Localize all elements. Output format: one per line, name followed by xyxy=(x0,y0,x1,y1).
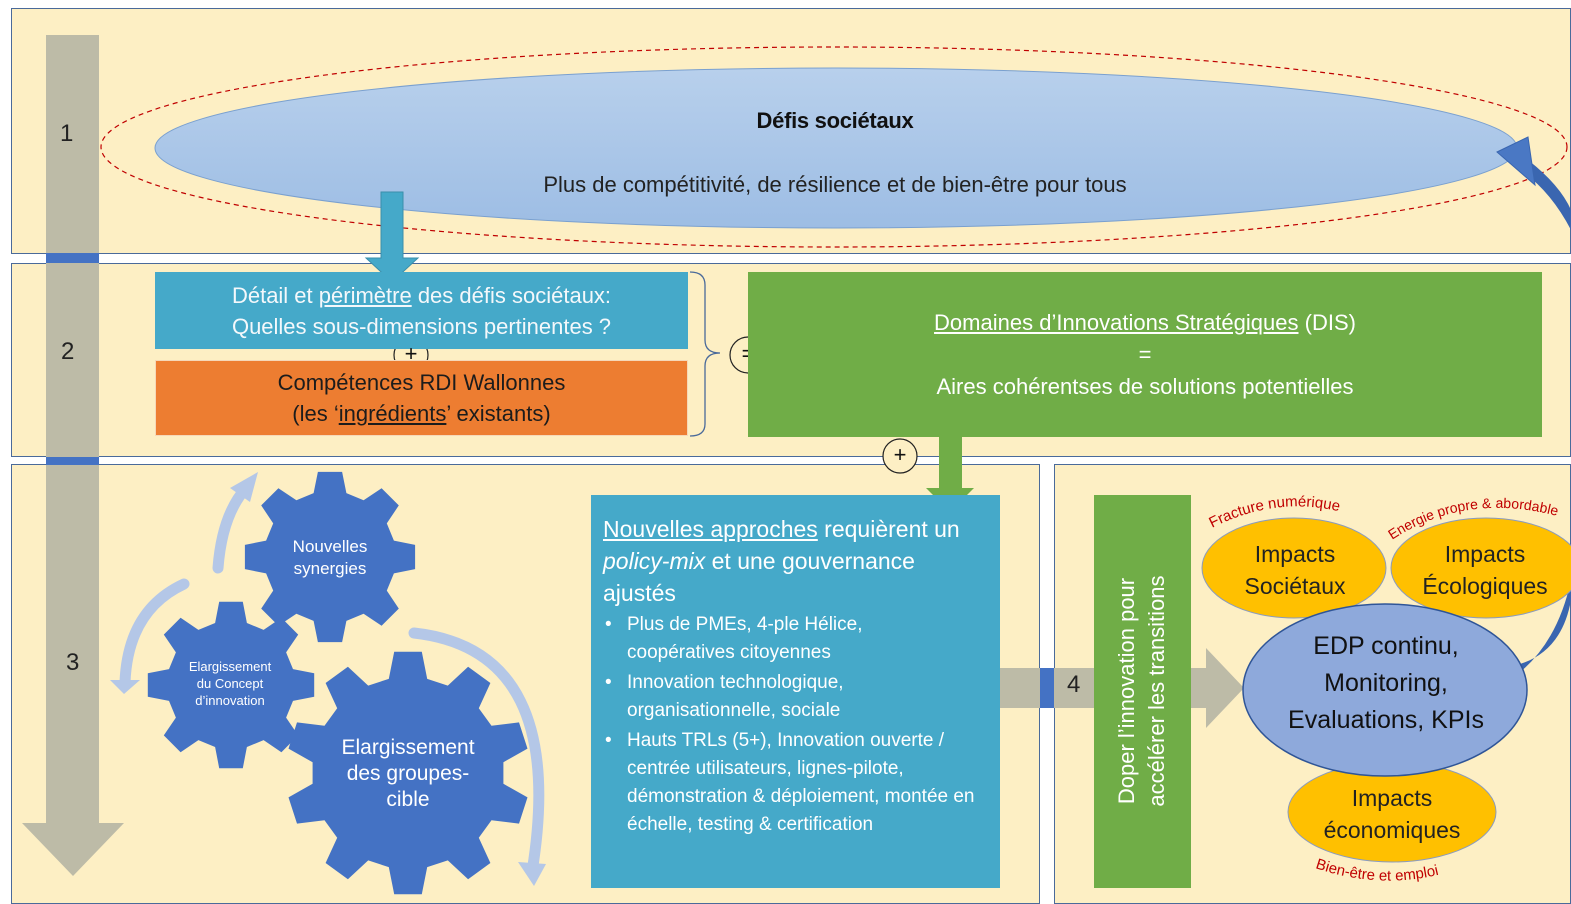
competences-box: Compétences RDI Wallonnes (les ‘ingrédie… xyxy=(155,360,688,436)
gear-left-label-line-2: du Concept xyxy=(196,676,264,691)
bullet-item: Hauts TRLs (5+), Innovation ouverte / ce… xyxy=(603,727,997,839)
societal-challenges-title: Défis sociétaux xyxy=(756,108,914,133)
accelerate-transitions-box: Doper l’innovation pour accélérer les tr… xyxy=(1094,495,1191,888)
dis-line-1: Domaines d’Innovations Stratégiques (DIS… xyxy=(934,309,1356,335)
brace xyxy=(689,271,721,437)
approaches-bullets: Plus de PMEs, 4-ple Hélice, coopératives… xyxy=(603,611,988,839)
gear-top-label-line-2: synergies xyxy=(293,559,367,578)
societal-challenges-ellipse xyxy=(154,67,1518,229)
gear-left-label-line-3: d’innovation xyxy=(195,693,265,708)
dis-line-2: = xyxy=(1138,341,1152,367)
plus-circle-bottom xyxy=(882,438,918,474)
row-number-1: 1 xyxy=(60,120,74,147)
gear-top-shape xyxy=(244,471,416,643)
gear-innovation-concept xyxy=(147,601,315,769)
gear-arrow-head-right xyxy=(518,862,546,886)
row-number-2: 2 xyxy=(61,338,75,365)
impact-economic-line-1: Impacts xyxy=(1351,785,1433,811)
bullet-item: Plus de PMEs, 4-ple Hélice, coopératives… xyxy=(603,611,927,667)
gear-left-shape xyxy=(147,601,315,769)
progress-down-arrow xyxy=(22,35,124,876)
accelerate-line-1: Doper l’innovation pour xyxy=(1114,577,1139,805)
edp-center-line-3: Evaluations, KPIs xyxy=(1288,706,1484,734)
feedback-arrow-head xyxy=(1496,136,1536,187)
perimeter-line-2: Quelles sous-dimensions pertinentes ? xyxy=(231,313,612,339)
impact-ecological-line-2: Écologiques xyxy=(1422,573,1548,599)
accelerate-transitions-text: Doper l’innovation pour accélérer les tr… xyxy=(1112,501,1172,881)
gear-target-groups xyxy=(288,651,528,895)
edp-center-line-2: Monitoring, xyxy=(1324,669,1448,697)
gear-big-label-line-1: Elargissement xyxy=(341,736,475,759)
gear-top-label: Nouvelles synergies xyxy=(270,536,390,580)
plus-operator-bottom: + xyxy=(893,442,907,467)
plus-operator-top: + xyxy=(404,341,418,366)
impact-ecological-line-1: Impacts xyxy=(1444,541,1526,567)
accelerate-line-2: accélérer les transitions xyxy=(1144,575,1169,807)
row-number-4: 4 xyxy=(1067,671,1081,698)
approaches-box: Nouvelles approches requièrent un policy… xyxy=(591,495,1000,888)
teal-down-arrow xyxy=(364,191,420,283)
edp-center-label: EDP continu, Monitoring, Evaluations, KP… xyxy=(1255,628,1517,739)
dis-box: Domaines d’Innovations Stratégiques (DIS… xyxy=(748,272,1542,437)
competences-line-2: (les ‘ingrédients’ existants) xyxy=(292,401,551,426)
impact-economic-line-2: économiques xyxy=(1323,817,1461,843)
impact-ecological-ellipse xyxy=(1390,517,1571,619)
societal-challenges-subtitle: Plus de compétitivité, de résilience et … xyxy=(543,172,1127,197)
gear-big-label: Elargissement des groupes- cible xyxy=(328,735,488,813)
gear-top-label-line-1: Nouvelles xyxy=(292,537,368,556)
gear-arrow-head-top xyxy=(230,472,258,502)
impact-societal-line-2: Sociétaux xyxy=(1244,573,1346,599)
gear-new-synergies xyxy=(244,471,416,643)
gear-big-label-line-2: des groupes- xyxy=(346,762,470,785)
row-number-3: 3 xyxy=(66,649,80,676)
dis-line-3: Aires cohérentses de solutions potentiel… xyxy=(936,373,1354,399)
gear-big-shape xyxy=(288,651,528,895)
gear-big-label-line-3: cible xyxy=(386,788,430,811)
impact-ecological-label: Impacts Écologiques xyxy=(1400,538,1570,602)
impact-economic-label: Impacts économiques xyxy=(1300,782,1484,846)
edp-center-line-1: EDP continu, xyxy=(1313,632,1459,660)
gear-left-label: Elargissement du Concept d’innovation xyxy=(170,658,290,709)
edp-center-ellipse xyxy=(1242,603,1528,777)
green-down-arrow xyxy=(926,425,974,512)
impact-societal-ellipse xyxy=(1201,517,1387,619)
competences-line-1: Compétences RDI Wallonnes xyxy=(277,370,566,395)
bullet-item: Innovation technologique, organisationne… xyxy=(603,669,907,725)
dashed-outline-ellipse xyxy=(100,46,1568,248)
impact-societal-line-1: Impacts xyxy=(1254,541,1336,567)
perimeter-box: Détail et périmètre des défis sociétaux:… xyxy=(155,272,688,349)
perimeter-line-1: Détail et périmètre des défis sociétaux: xyxy=(231,282,612,308)
gear-left-label-line-1: Elargissement xyxy=(188,659,272,674)
impact-societal-label: Impacts Sociétaux xyxy=(1210,538,1380,602)
gear-arrow-head-left xyxy=(110,680,140,694)
approaches-title: Nouvelles approches requièrent un policy… xyxy=(603,516,960,606)
